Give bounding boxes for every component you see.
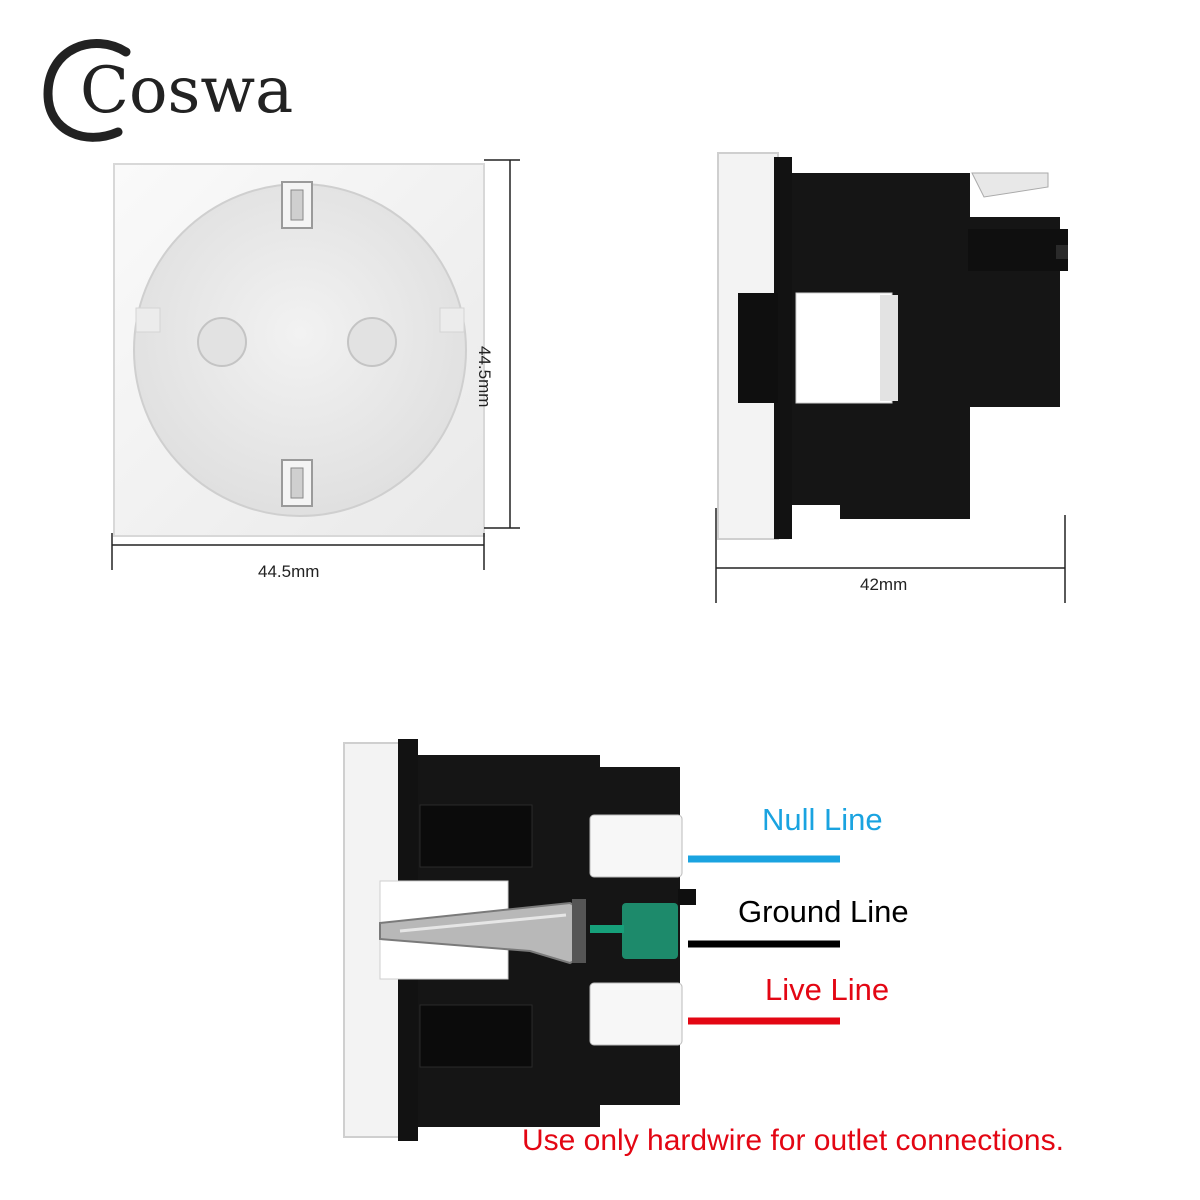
pin-hole-right: [347, 317, 397, 367]
front-width-label: 44.5mm: [258, 562, 320, 581]
socket-wiring-view: [343, 739, 696, 1141]
side-flange: [774, 157, 792, 539]
ground-terminal: [622, 903, 678, 959]
wires: [688, 855, 840, 1025]
ground-line-label: Ground Line: [738, 894, 909, 929]
live-terminal: [589, 982, 683, 1046]
socket-side-view: [715, 152, 1068, 603]
hardwire-note: Use only hardwire for outlet connections…: [522, 1124, 1064, 1157]
live-line-label: Live Line: [765, 972, 890, 1007]
side-insert: [795, 292, 893, 404]
null-terminal: [589, 814, 683, 878]
front-height-label: 44.5mm: [475, 346, 494, 408]
coswall-logo: Coswall: [43, 39, 294, 142]
socket-front-view: [111, 159, 520, 570]
notch-left: [135, 307, 161, 333]
notch-right: [439, 307, 465, 333]
side-depth-label: 42mm: [860, 575, 908, 594]
null-line-label: Null Line: [762, 802, 883, 837]
pin-hole-left: [197, 317, 247, 367]
logo-wordmark: Coswall: [80, 54, 294, 128]
